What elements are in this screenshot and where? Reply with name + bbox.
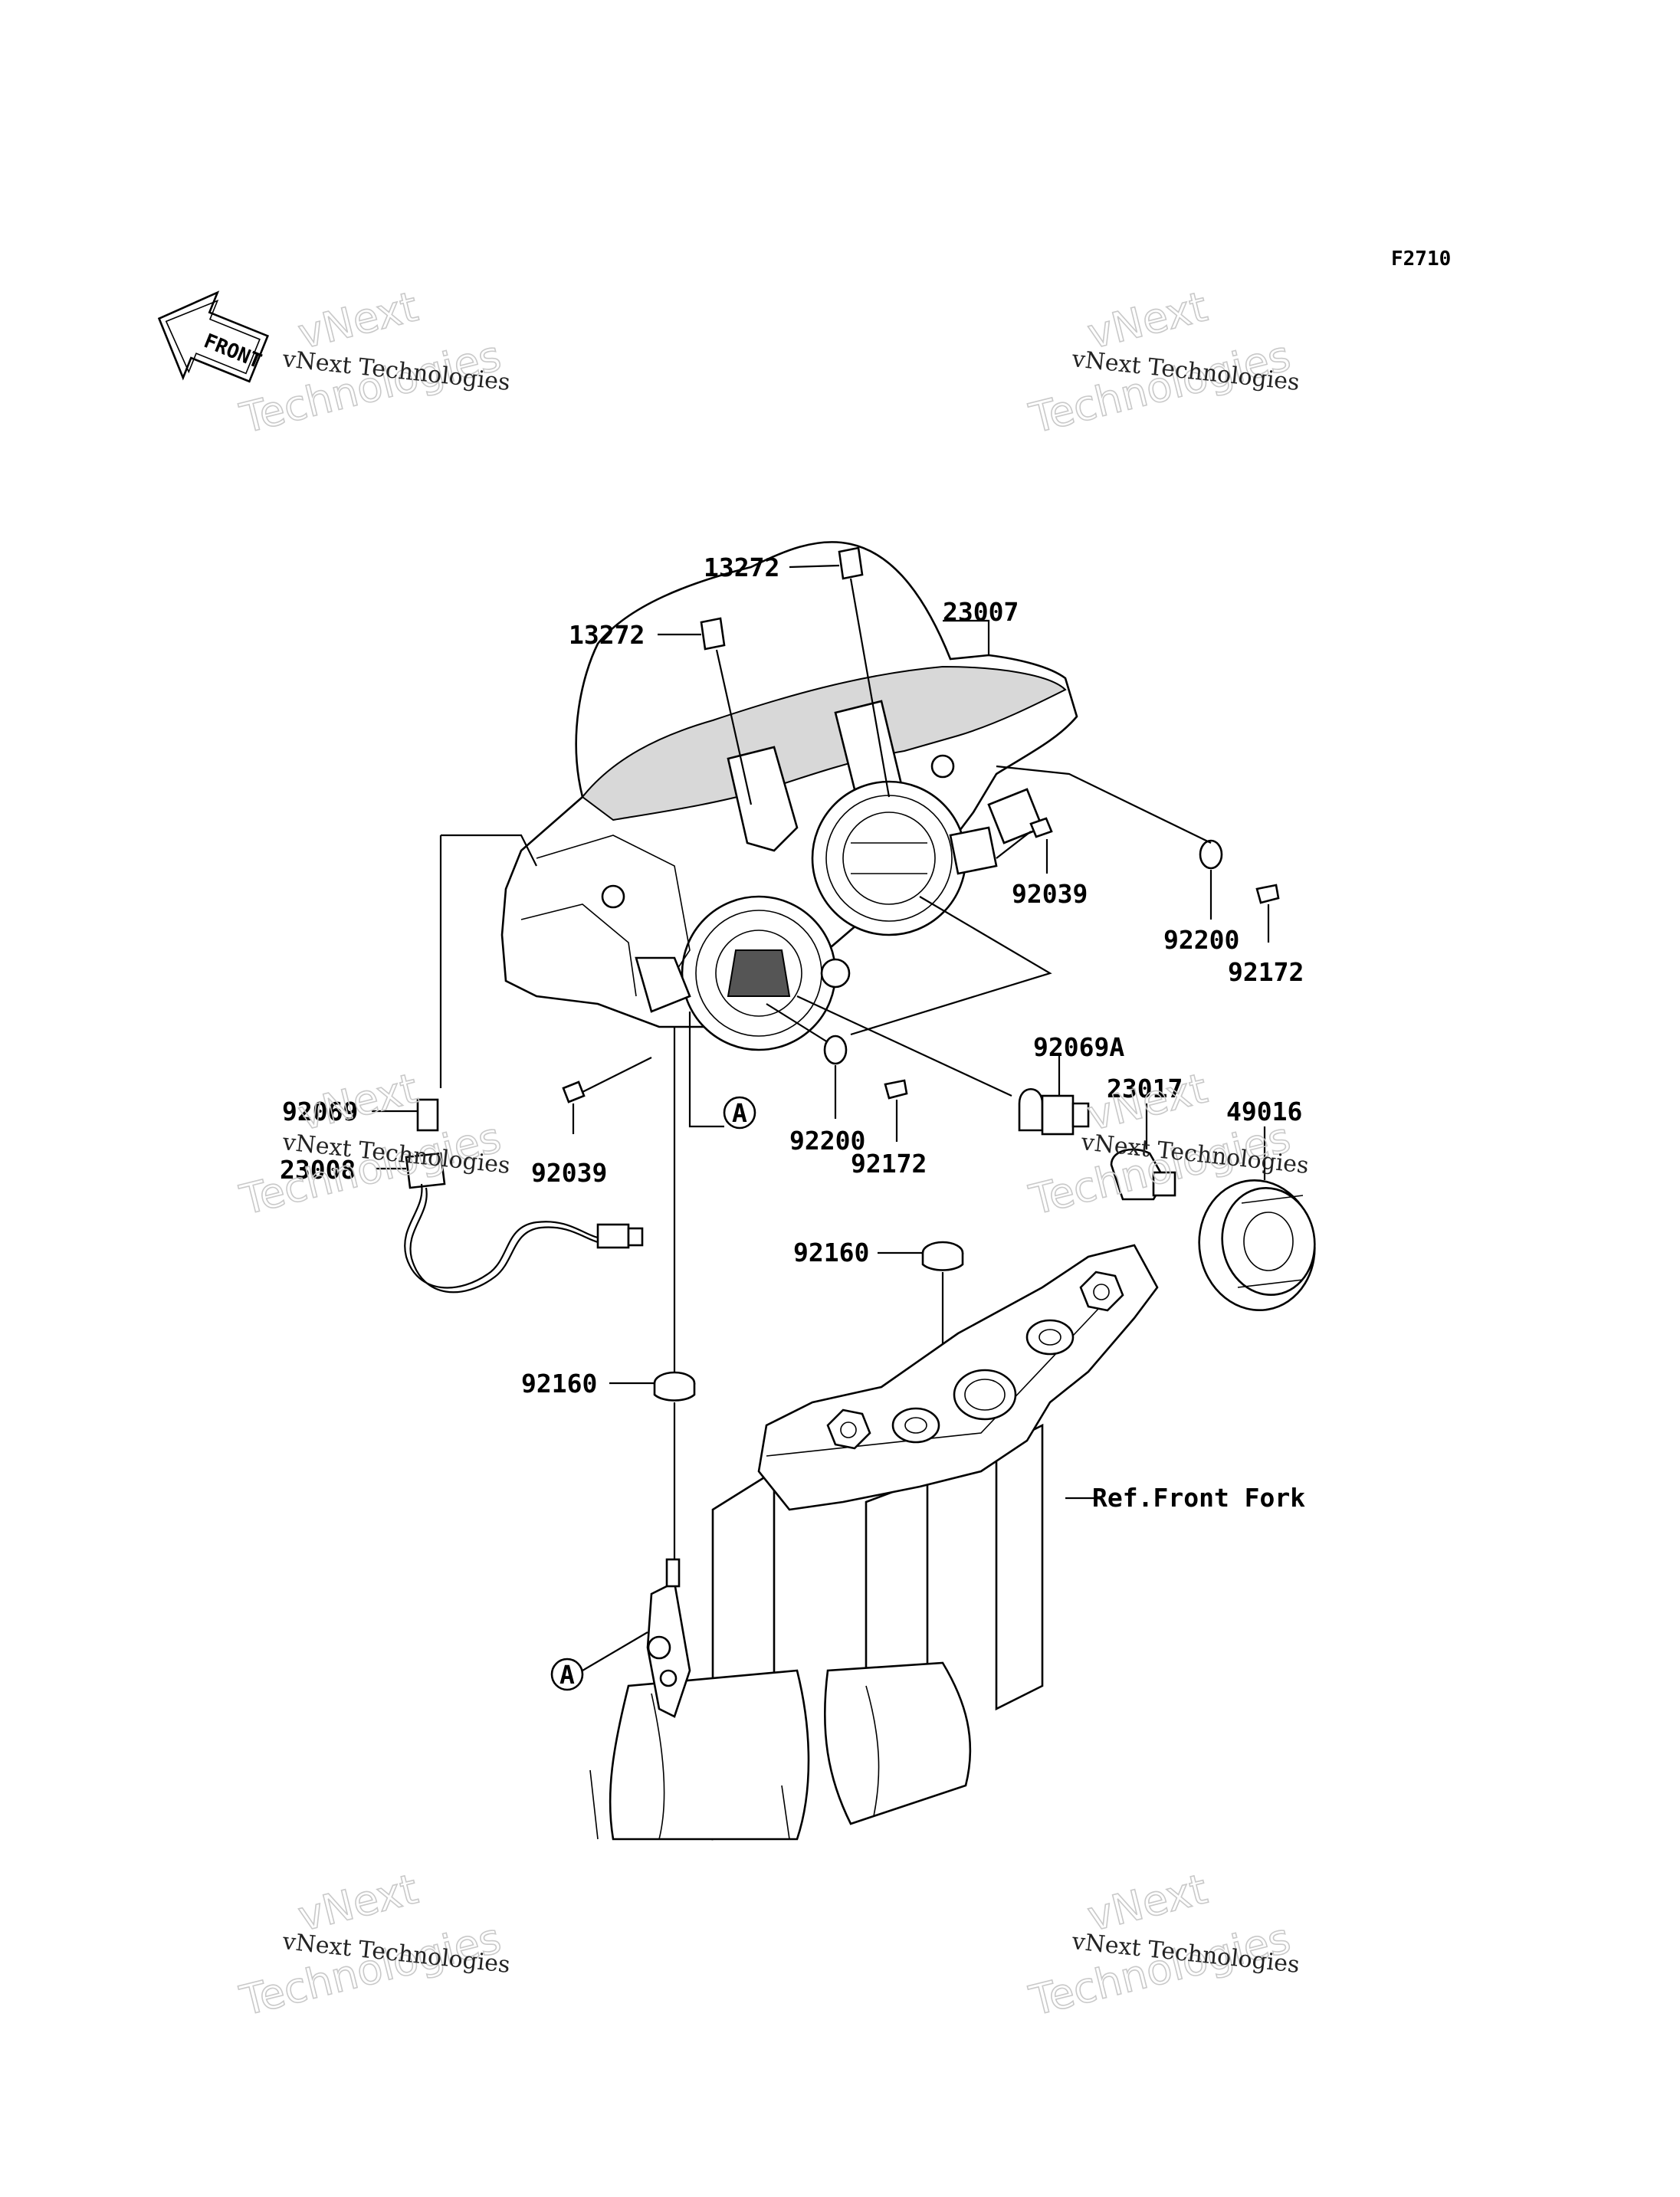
svg-text:vNext: vNext <box>294 282 422 358</box>
bulb-92069 <box>372 1098 439 1132</box>
callout-23007: 23007 <box>943 597 1019 627</box>
screw-92172-mid <box>884 1079 908 1142</box>
svg-text:vNext: vNext <box>294 1064 422 1139</box>
screw-92172-right <box>1255 884 1280 943</box>
watermark-bottom-left: vNext Technologies vNext Technologies <box>235 1864 511 2026</box>
diagram-code: F2710 <box>1391 248 1451 271</box>
callout-92160-lower: 92160 <box>521 1369 597 1399</box>
grommet-92160-upper <box>878 1241 964 1372</box>
callout-92039-left: 92039 <box>531 1158 607 1188</box>
grommet-92160-lower <box>609 1371 696 1563</box>
circle-a-marker-top: A <box>723 1096 756 1130</box>
callout-ref-front-fork: Ref.Front Fork <box>1092 1483 1305 1513</box>
watermark-mid-left: vNext Technologies vNext Technologies <box>235 1064 511 1225</box>
svg-text:vNext: vNext <box>1083 1864 1212 1940</box>
callout-23008: 23008 <box>280 1155 356 1185</box>
circle-a-label-bottom: A <box>559 1660 575 1690</box>
harness-23008 <box>376 1152 644 1294</box>
callout-92200-right: 92200 <box>1163 925 1239 955</box>
callout-92200-mid: 92200 <box>789 1126 865 1156</box>
callout-13272-left: 13272 <box>569 620 645 650</box>
callout-13272-top: 13272 <box>704 553 779 582</box>
watermark-top-left: vNext Technologies vNext Technologies <box>235 282 511 444</box>
callout-92160-upper: 92160 <box>793 1238 869 1267</box>
svg-text:vNext: vNext <box>294 1864 422 1940</box>
callout-49016: 49016 <box>1226 1097 1302 1126</box>
svg-text:vNext: vNext <box>1083 282 1212 358</box>
callout-92039-right: 92039 <box>1012 879 1088 909</box>
clip-13272-top <box>789 546 891 798</box>
bulb-92069A <box>1018 1054 1090 1136</box>
cap-49016 <box>1198 1126 1316 1312</box>
socket-23017 <box>1110 1103 1176 1201</box>
washer-92200-right <box>996 765 1223 920</box>
clip-13272-left <box>658 617 753 805</box>
front-fork-assembly <box>582 1244 1159 1841</box>
watermark-bottom-right: vNext Technologies vNext Technologies <box>1024 1864 1301 2026</box>
callout-92069: 92069 <box>282 1097 358 1126</box>
callout-92069A: 92069A <box>1033 1032 1124 1062</box>
screw-92039-right <box>996 817 1053 874</box>
washer-92200-mid <box>766 1003 848 1119</box>
screw-92039-left <box>562 1057 652 1134</box>
watermark-top-right: vNext Technologies vNext Technologies <box>1024 282 1301 444</box>
callout-23017: 23017 <box>1107 1074 1183 1103</box>
headlight-assembly <box>500 541 1078 1051</box>
callout-92172-mid: 92172 <box>851 1149 927 1179</box>
callout-92172-right: 92172 <box>1228 957 1304 987</box>
circle-a-marker-bottom: A <box>550 1658 584 1691</box>
front-arrow-icon: FRONT <box>157 290 270 383</box>
circle-a-label-top: A <box>732 1098 747 1128</box>
